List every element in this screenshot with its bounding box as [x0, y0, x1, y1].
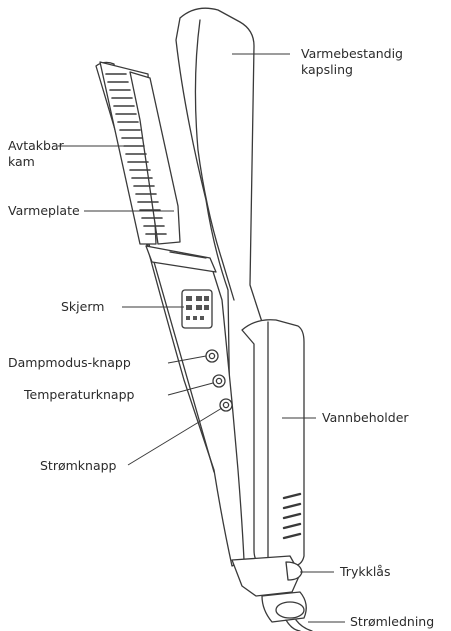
label-press-lock: Trykklås: [340, 564, 390, 580]
power-button-inner: [223, 402, 228, 407]
label-heat-plate: Varmeplate: [8, 203, 80, 219]
label-removable-comb: Avtakbar kam: [8, 138, 64, 170]
ferrule-ring: [276, 602, 304, 618]
steam-mode-button-inner: [209, 353, 214, 358]
label-power-button: Strømknapp: [40, 458, 117, 474]
label-water-tank: Vannbeholder: [322, 410, 409, 426]
label-temperature-button: Temperaturknapp: [24, 387, 134, 403]
label-display: Skjerm: [61, 299, 104, 315]
temperature-button-inner: [216, 378, 221, 383]
label-steam-mode-button: Dampmodus-knapp: [8, 355, 131, 371]
label-heat-resistant-housing: Varmebestandig kapsling: [301, 46, 403, 78]
label-power-cord: Strømledning: [350, 614, 434, 630]
press-lock: [286, 562, 302, 580]
